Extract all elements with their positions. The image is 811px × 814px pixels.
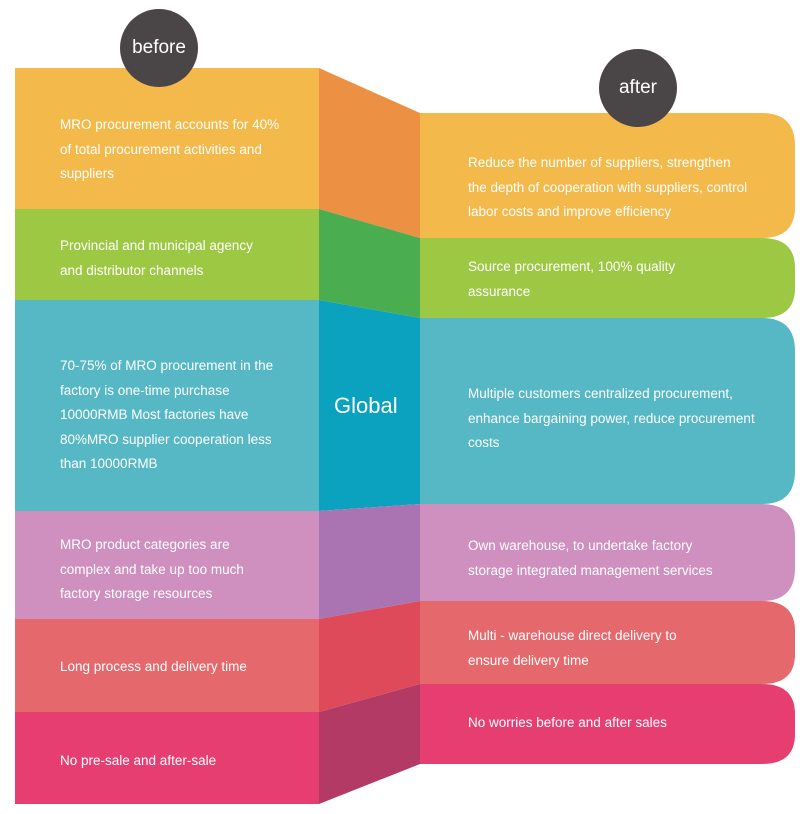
after-block-5 [420,601,795,684]
before-block-3 [15,300,319,511]
before-block-1 [15,68,319,209]
after-text-3: Multiple customers centralized procureme… [468,386,755,450]
global-label: Global [334,393,398,418]
before-text-3: 70-75% of MRO procurement in the factory… [60,358,274,471]
before-block-4 [15,511,319,619]
connector-band-2 [319,209,420,318]
after-text-1: Reduce the number of suppliers, strength… [468,155,748,219]
before-text-5: Long process and delivery time [60,659,247,674]
before-text-4: MRO product categories are complex and t… [60,537,244,601]
after-block-1 [420,113,795,238]
connector-band-3 [319,300,420,511]
after-text-5: Multi - warehouse direct delivery to ens… [468,628,677,668]
before-text-2: Provincial and municipal agency and dist… [60,238,253,278]
before-block-2 [15,209,319,300]
connector-band-5 [319,601,420,712]
after-text-6: No worries before and after sales [468,715,667,730]
after-block-6 [420,684,795,764]
after-block-3 [420,318,795,504]
before-text-1: MRO procurement accounts for 40% of tota… [60,117,280,181]
after-text-2: Source procurement, 100% quality assuran… [468,259,676,299]
after-text-4: Own warehouse, to undertake factory stor… [468,538,713,578]
connector-band-1 [319,68,420,238]
before-block-6 [15,712,319,804]
after-label: after [618,77,658,98]
before-label: before [132,37,186,58]
before-text-6: No pre-sale and after-sale [60,753,217,768]
connector-band-6 [319,684,420,804]
after-block-2 [420,238,795,318]
after-block-4 [420,504,795,601]
connector-band-4 [319,504,420,619]
after-label-circle: after [599,49,677,127]
before-block-5 [15,619,319,712]
before-label-circle: before [120,9,198,87]
